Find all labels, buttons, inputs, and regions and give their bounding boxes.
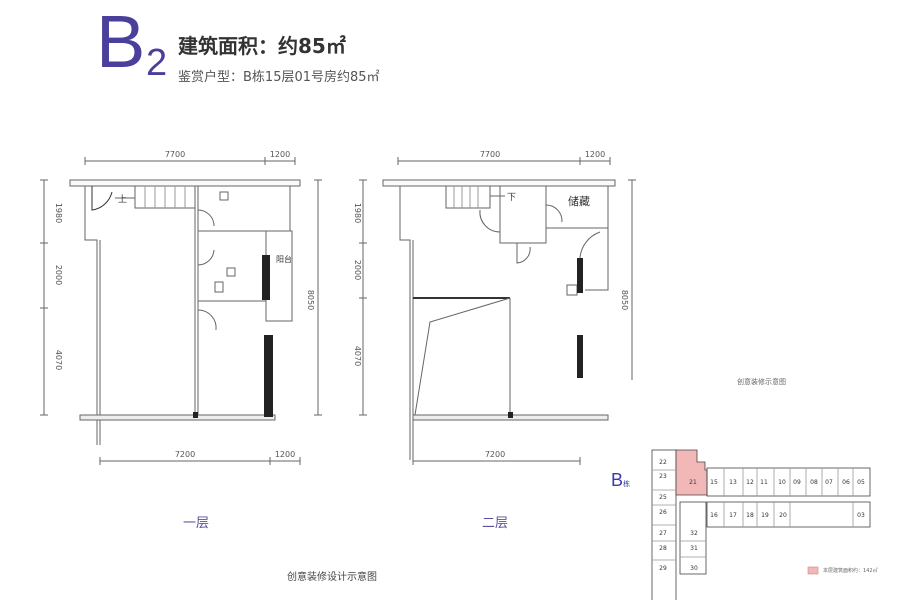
unit-number: 05 (857, 479, 865, 486)
unit-number: 28 (659, 545, 667, 552)
dim-top-width-2: 7700 (480, 150, 500, 159)
dim-bottom-balcony: 1200 (275, 450, 295, 459)
unit-number: 22 (659, 459, 667, 466)
dim-left-3: 4070 (54, 350, 63, 370)
unit-number: 07 (825, 479, 833, 486)
dim-left-1: 1980 (54, 203, 63, 223)
plan-first-floor (40, 157, 322, 465)
unit-number: 03 (857, 512, 865, 519)
unit-number: 18 (746, 512, 754, 519)
unit-number: 20 (779, 512, 787, 519)
key-plan-title: 创意装修示意图 (737, 378, 786, 386)
unit-number: 10 (778, 479, 786, 486)
unit-number: 06 (842, 479, 850, 486)
unit-number: 31 (690, 545, 698, 552)
first-floor-label: 一层 (183, 516, 210, 531)
stairs-down-label: 下 (507, 193, 516, 203)
unit-number: 27 (659, 530, 667, 537)
unit-number: 16 (710, 512, 718, 519)
building-letter: B (611, 470, 624, 490)
dim-top-width: 7700 (165, 150, 185, 159)
unit-number: 15 (710, 479, 718, 486)
unit-number: 09 (793, 479, 801, 486)
building-suffix: 栋 (623, 481, 631, 488)
unit-number: 29 (659, 565, 667, 572)
unit-number: 11 (760, 479, 768, 486)
dim-right-depth: 8050 (306, 290, 315, 310)
building-label: B栋 (611, 470, 630, 491)
unit-highlighted: 21 (689, 479, 697, 486)
unit-description: 鉴赏户型：B栋15层01号房约85㎡ (178, 70, 380, 85)
storage-label: 储藏 (568, 194, 590, 208)
dim-left-2: 2000 (54, 265, 63, 285)
unit-type-number: 2 (146, 42, 168, 84)
dim-top-balcony: 1200 (270, 150, 290, 159)
unit-number: 30 (690, 565, 698, 572)
unit-number: 23 (659, 473, 667, 480)
key-plan (651, 449, 871, 600)
unit-number: 12 (746, 479, 754, 486)
legend-text: 本层建筑面积约：142㎡ (823, 568, 878, 574)
dim-bottom-width: 7200 (175, 450, 195, 459)
unit-number: 25 (659, 494, 667, 501)
plan-second-floor (359, 157, 636, 465)
dim-left-3-2: 4070 (353, 346, 362, 366)
unit-number: 19 (761, 512, 769, 519)
dim-left-2-2: 2000 (353, 260, 362, 280)
unit-number: 17 (729, 512, 737, 519)
balcony-label: 阳台 (276, 254, 292, 264)
second-floor-label: 二层 (482, 516, 509, 531)
stairs-up-label: 上 (118, 194, 127, 205)
unit-number: 08 (810, 479, 818, 486)
legend-swatch (807, 566, 819, 575)
caption: 创意装修设计示意图 (287, 572, 377, 583)
unit-number: 32 (690, 530, 698, 537)
unit-type-letter: B (96, 0, 146, 83)
area-title: 建筑面积：约85㎡ (178, 34, 346, 58)
unit-number: 13 (729, 479, 737, 486)
unit-number: 26 (659, 509, 667, 516)
dim-left-1-2: 1980 (353, 203, 362, 223)
key-plan-unit-numbers: 21 15 13 12 11 10 09 08 07 06 05 16 17 1… (659, 459, 865, 572)
dim-bottom-width-2: 7200 (485, 450, 505, 459)
dim-top-storage-2: 1200 (585, 150, 605, 159)
dim-right-depth-2: 8050 (620, 290, 629, 310)
